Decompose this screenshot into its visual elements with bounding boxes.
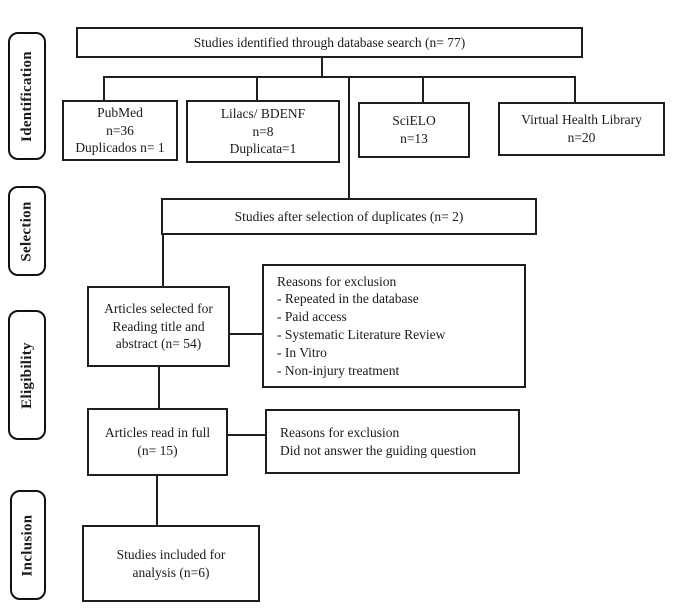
- box-vhl-line2: n=20: [567, 130, 596, 145]
- stage-inclusion: Inclusion: [10, 490, 46, 600]
- connector-to-exclusion-abstract: [230, 333, 262, 335]
- box-included: Studies included for analysis (n=6): [82, 525, 260, 602]
- box-exclusion-full: Reasons for exclusion Did not answer the…: [265, 409, 520, 474]
- box-included-line1: Studies included for: [116, 546, 226, 562]
- box-read-full-line2: (n= 15): [137, 443, 178, 458]
- connector-to-exclusion-full: [228, 434, 265, 436]
- box-title-abstract: Articles selected for Reading title and …: [87, 286, 230, 367]
- box-exclusion-abstract-item: - Repeated in the database: [277, 291, 419, 307]
- box-pubmed-line2: n=36: [106, 122, 134, 138]
- box-studies-identified: Studies identified through database sear…: [76, 27, 583, 58]
- box-included-line2: analysis (n=6): [132, 564, 210, 580]
- stage-inclusion-label: Inclusion: [19, 514, 36, 576]
- connector-row-horizontal: [103, 76, 576, 78]
- stage-identification-label: Identification: [18, 50, 35, 142]
- connector-drop-scielo: [422, 76, 424, 102]
- stage-selection: Selection: [8, 186, 46, 276]
- stage-eligibility-label: Eligibility: [18, 341, 35, 409]
- box-title-abstract-line2: Reading title and: [112, 318, 205, 334]
- connector-drop-lilacs: [256, 76, 258, 100]
- box-after-duplicates-text: Studies after selection of duplicates (n…: [234, 208, 464, 224]
- box-scielo-line2: n=13: [400, 131, 428, 146]
- box-scielo: SciELO n=13: [358, 102, 470, 158]
- box-exclusion-full-title: Reasons for exclusion: [280, 424, 400, 440]
- stage-identification: Identification: [8, 32, 46, 160]
- connector-to-included: [156, 476, 158, 525]
- connector-to-title-abstract: [162, 235, 164, 286]
- stage-eligibility: Eligibility: [8, 310, 46, 440]
- connector-top-stub: [321, 57, 323, 77]
- box-lilacs-line1: Lilacs/ BDENF: [220, 105, 306, 121]
- box-exclusion-abstract-item: - Paid access: [277, 309, 347, 325]
- box-lilacs-line2: n=8: [252, 123, 274, 139]
- connector-drop-pubmed: [103, 76, 105, 100]
- box-read-full-line1: Articles read in full: [104, 425, 211, 441]
- connector-to-read-full: [158, 367, 160, 408]
- box-exclusion-full-line2: Did not answer the guiding question: [280, 442, 477, 458]
- box-virtual-health-library: Virtual Health Library n=20: [498, 102, 665, 156]
- box-exclusion-abstract-item: - Non-injury treatment: [277, 362, 400, 378]
- box-exclusion-abstract-title: Reasons for exclusion: [277, 273, 397, 289]
- box-after-duplicates: Studies after selection of duplicates (n…: [161, 198, 537, 235]
- box-title-abstract-line1: Articles selected for: [104, 300, 213, 316]
- stage-selection-label: Selection: [18, 200, 35, 262]
- box-exclusion-abstract-item: - Systematic Literature Review: [277, 327, 446, 342]
- box-exclusion-abstract: Reasons for exclusion - Repeated in the …: [262, 264, 526, 388]
- box-vhl-line1: Virtual Health Library: [521, 112, 642, 128]
- box-read-full: Articles read in full (n= 15): [87, 408, 228, 476]
- box-title-abstract-line3: abstract (n= 54): [115, 336, 202, 352]
- box-scielo-line1: SciELO: [392, 113, 436, 129]
- connector-to-after-duplicates: [348, 76, 350, 198]
- box-pubmed-line3: Duplicados n= 1: [75, 140, 165, 156]
- box-lilacs-line3: Duplicata=1: [229, 141, 297, 157]
- connector-drop-vhl: [574, 76, 576, 102]
- box-studies-identified-text: Studies identified through database sear…: [193, 34, 466, 50]
- box-pubmed-line1: PubMed: [97, 104, 143, 120]
- box-pubmed: PubMed n=36 Duplicados n= 1: [62, 100, 178, 161]
- box-exclusion-abstract-item: - In Vitro: [277, 344, 327, 360]
- box-lilacs-bdenf: Lilacs/ BDENF n=8 Duplicata=1: [186, 100, 340, 163]
